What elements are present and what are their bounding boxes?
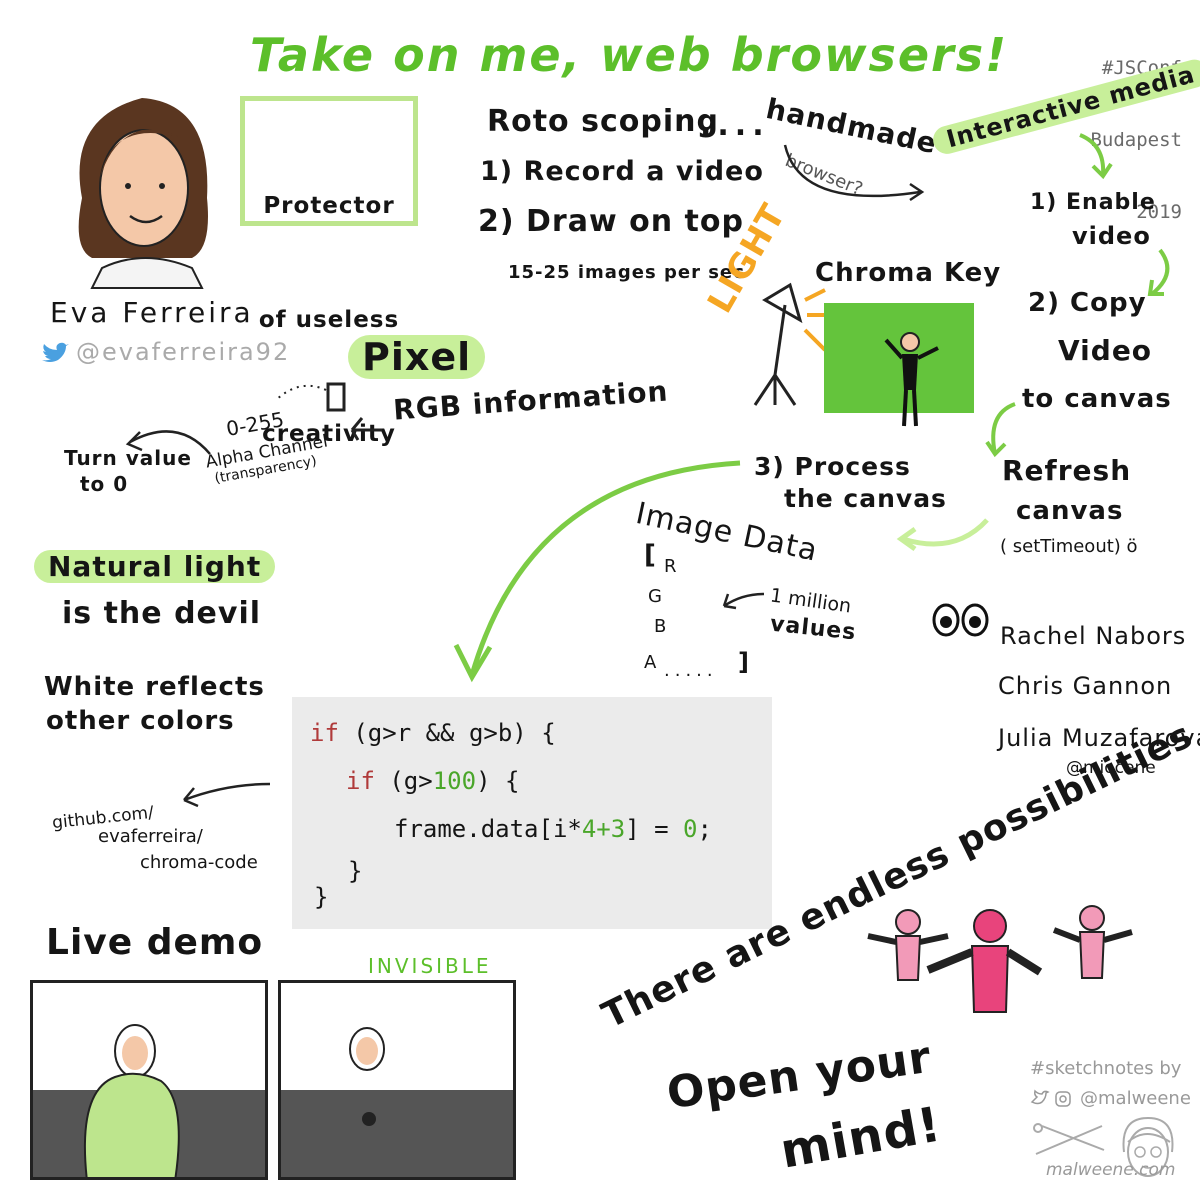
- person-with-cloth-icon: [84, 1024, 180, 1177]
- speaker-name: Eva Ferreira: [50, 296, 254, 329]
- twitter-icon: [42, 342, 69, 362]
- demo-frame-before-border: [30, 980, 268, 1180]
- code-line-2: if (g>100) {: [346, 767, 520, 795]
- demo-frame-before: [30, 980, 268, 1180]
- roto-step-2: 2) Draw on top: [478, 204, 744, 239]
- protector-line-3: creativity: [262, 421, 396, 447]
- code-line-1: if (g>r && g>b) {: [310, 719, 556, 747]
- people-figures-icon: [867, 905, 1133, 1013]
- speaker-portrait: [78, 98, 209, 289]
- arrow-turn-value: [125, 430, 211, 455]
- turn-value-line-2: to 0: [80, 472, 129, 496]
- protector-line-1: Protector: [263, 193, 395, 219]
- conference-city: Budapest: [1090, 129, 1182, 151]
- person-rachel: Rachel Nabors: [1000, 622, 1187, 650]
- arrow-interactive-down: [1079, 133, 1113, 180]
- image-data-r: R: [664, 556, 677, 577]
- process-line-2: the canvas: [784, 484, 947, 513]
- conference-year: 2019: [1136, 201, 1182, 223]
- credit-site[interactable]: malweene.com: [1046, 1160, 1176, 1180]
- arrow-github: [183, 782, 271, 808]
- conference-label: #JSConf Budapest 2019: [1090, 8, 1182, 248]
- credit-tag: #sketchnotes by: [1030, 1058, 1182, 1079]
- white-reflects-1: White reflects: [44, 672, 265, 702]
- chroma-key-label: Chroma Key: [815, 258, 1002, 288]
- invisible-label: INVISIBLE: [368, 954, 492, 978]
- image-data-bracket-open: [: [644, 540, 657, 570]
- light-stand-icon: [753, 282, 831, 406]
- arrow-million: [722, 592, 765, 610]
- open-mind: mind!: [776, 1096, 946, 1180]
- natural-light: Natural light: [34, 550, 276, 583]
- person-julia: Julia Muzafarova: [998, 724, 1200, 752]
- image-data-a: A: [644, 652, 657, 673]
- speaker-handle[interactable]: @evaferreira92: [76, 338, 291, 366]
- arrow-process-code: [453, 460, 741, 683]
- github-line-3[interactable]: chroma-code: [140, 852, 258, 873]
- interactive-step-2c: to canvas: [1022, 384, 1172, 414]
- arrow-refresh-process: [896, 518, 989, 552]
- image-data-dots: .....: [664, 660, 718, 681]
- ellipsis: ....: [700, 108, 770, 143]
- arrow-browser: [783, 144, 925, 202]
- protector-line-2: of useless: [258, 307, 400, 333]
- white-reflects-2: other colors: [46, 706, 235, 736]
- pixel-square-icon: [275, 382, 346, 412]
- image-data-b: B: [654, 616, 667, 637]
- artist-avatar-icon: [1122, 1116, 1174, 1177]
- eyes-icon: [932, 603, 989, 637]
- roto-rate: 15-25 images per sec: [508, 262, 745, 283]
- social-icons: [1030, 1089, 1071, 1107]
- natural-devil: is the devil: [62, 596, 262, 631]
- roto-step-1: 1) Record a video: [480, 156, 764, 187]
- process-line-1: 3) Process: [754, 452, 911, 481]
- floating-head-icon: [349, 1027, 385, 1126]
- arrow-rgb: [350, 417, 382, 441]
- turn-value-line-1: Turn value: [64, 446, 192, 470]
- rgb-information: RGB information: [392, 374, 670, 427]
- code-line-3: frame.data[i*4+3] = 0;: [394, 815, 712, 843]
- image-data-bracket-close: ]: [738, 648, 750, 676]
- arrow-enable-copy: [1147, 248, 1170, 296]
- brush-scissors-icon: [1033, 1123, 1105, 1155]
- julia-handle[interactable]: @miocene: [1066, 758, 1156, 778]
- demo-frame-after: [278, 980, 516, 1180]
- pixel-heading: Pixel: [348, 335, 486, 379]
- demo-floor-after: [281, 1089, 513, 1177]
- interactive-step-1a: 1) Enable: [1030, 190, 1156, 215]
- github-line-2[interactable]: evaferreira/: [98, 826, 203, 847]
- protector-box: Protector of useless creativity: [240, 96, 418, 447]
- demo-frame-after-border: [278, 980, 516, 1180]
- interactive-step-2b: Video: [1058, 334, 1153, 367]
- interactive-step-2a: 2) Copy: [1028, 288, 1147, 318]
- page-title: Take on me, web browsers!: [250, 28, 1009, 82]
- refresh-line-2: canvas: [1016, 496, 1124, 526]
- refresh-line-3: ( setTimeout) ö: [1000, 536, 1138, 557]
- live-demo-heading: Live demo: [46, 922, 264, 963]
- refresh-line-1: Refresh: [1002, 454, 1132, 487]
- image-data-g: G: [648, 586, 662, 607]
- code-line-4: }: [348, 857, 363, 885]
- arrow-copy-refresh: [985, 402, 1016, 458]
- interactive-step-1b: video: [1072, 222, 1151, 250]
- rotoscoping-heading: Roto scoping: [487, 104, 719, 139]
- green-screen: [824, 303, 974, 413]
- credit-handle[interactable]: @malweene: [1080, 1088, 1191, 1109]
- person-chris: Chris Gannon: [998, 672, 1173, 700]
- person-figure-icon: [884, 332, 939, 427]
- code-block: if (g>r && g>b) { if (g>100) { frame.dat…: [292, 697, 772, 929]
- code-line-5: }: [314, 883, 329, 911]
